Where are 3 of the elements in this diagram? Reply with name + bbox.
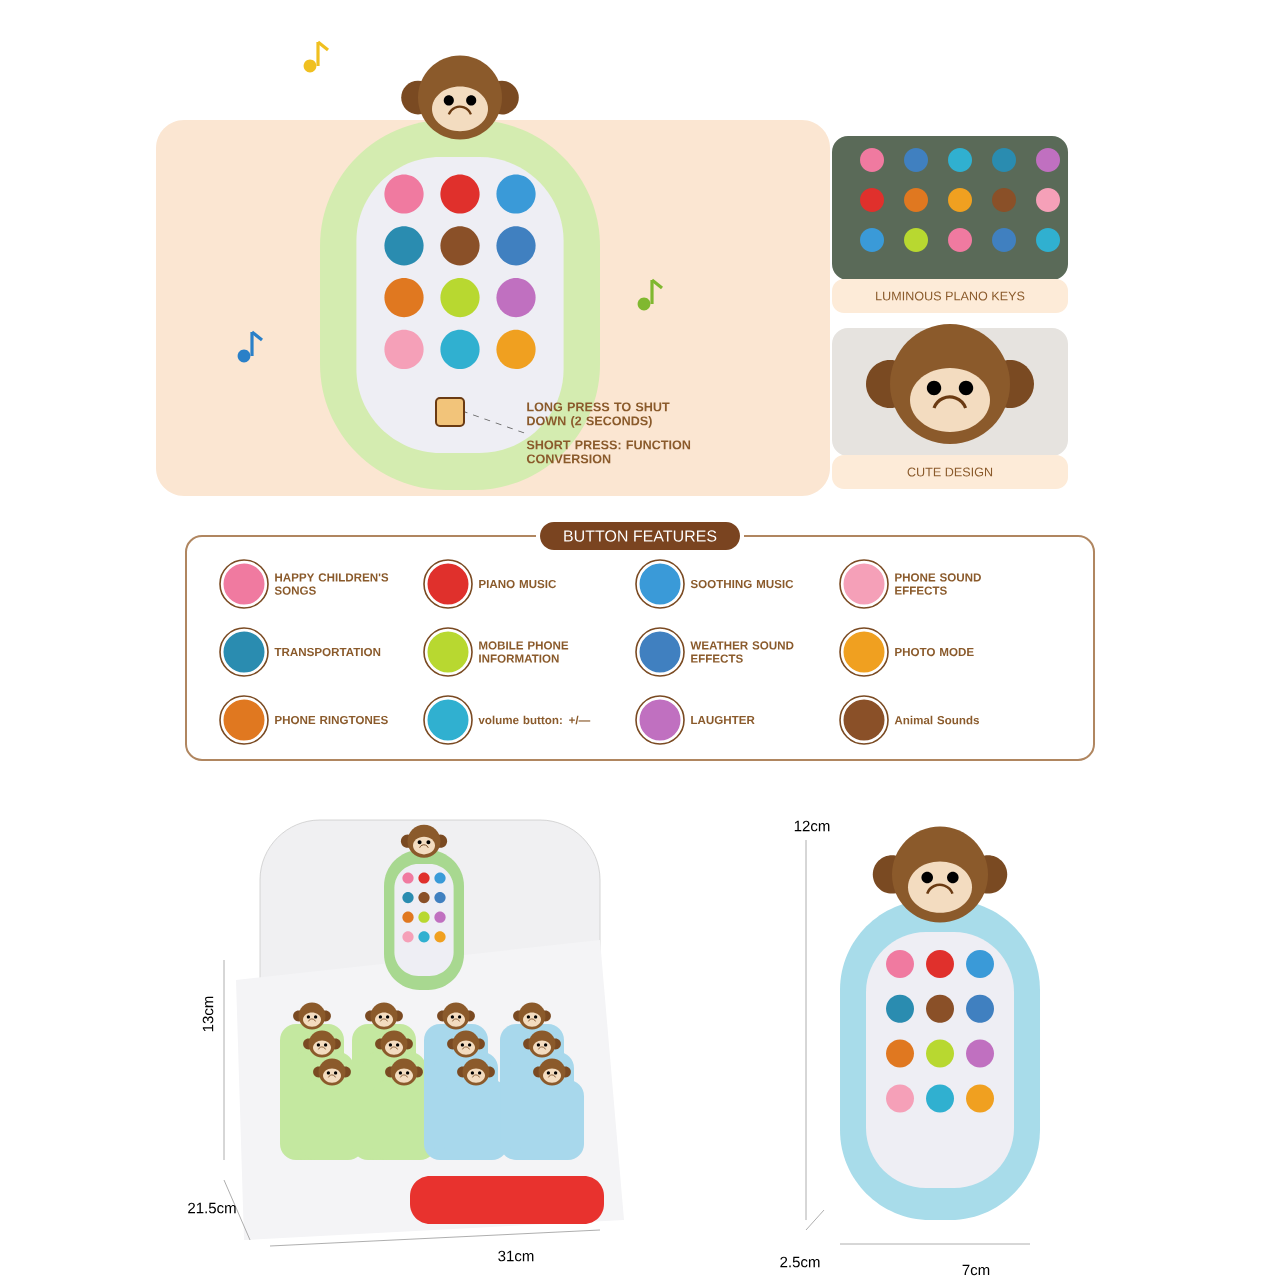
power-button xyxy=(435,397,465,427)
heading-pill: BUTTON FEATURES xyxy=(540,522,740,550)
leader-line xyxy=(464,411,525,434)
